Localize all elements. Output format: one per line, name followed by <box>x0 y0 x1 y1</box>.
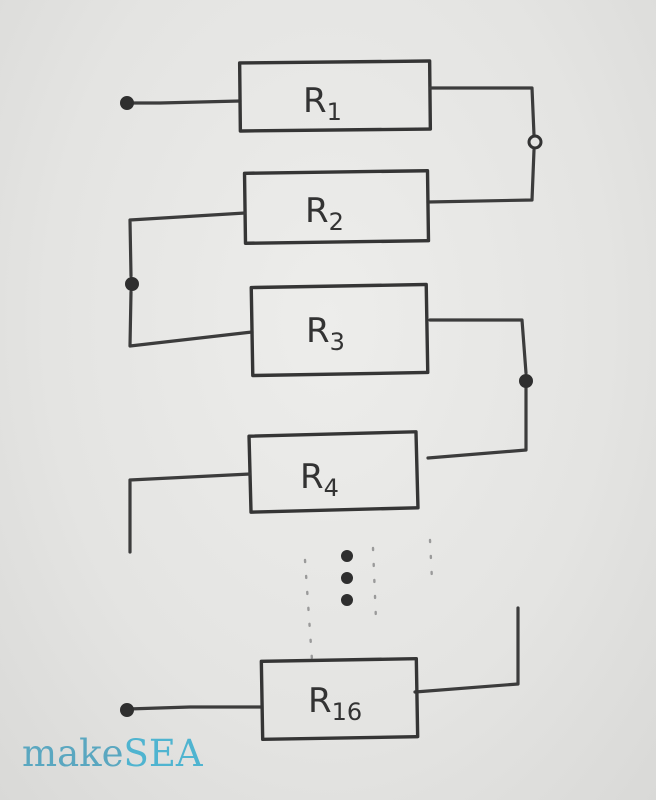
wire-r4-left <box>128 472 252 554</box>
wire-r2-r3 <box>128 211 254 348</box>
resistor-r4-label: R4 <box>300 457 339 502</box>
input-terminal <box>120 96 134 110</box>
ellipsis-dot-3 <box>341 594 353 606</box>
ellipsis-dot-2 <box>341 572 353 584</box>
output-terminal <box>120 703 134 717</box>
node-r2-r3 <box>125 277 139 291</box>
brand-part-1: make <box>22 732 124 775</box>
brand-logo: makeSEA <box>22 735 203 772</box>
node-r1-r2 <box>527 134 543 150</box>
wire-r1-r2 <box>426 86 536 204</box>
faint-trace-right <box>428 538 434 582</box>
resistor-r2 <box>242 169 431 245</box>
wire-r3-r4 <box>426 318 528 460</box>
resistor-r3 <box>249 282 430 378</box>
resistor-r1-label: R1 <box>303 81 342 126</box>
resistor-r1 <box>237 59 433 133</box>
wire-terminal-in <box>126 99 242 105</box>
brand-part-2: SEA <box>123 732 203 775</box>
wire-r16-right <box>413 606 520 694</box>
resistor-r16-label: R16 <box>308 681 362 726</box>
node-r3-r4 <box>519 374 533 388</box>
wire-terminal-out <box>126 705 264 711</box>
faint-trace-mid <box>371 546 378 622</box>
resistor-r16 <box>259 656 420 742</box>
resistor-r2-label: R2 <box>305 191 344 236</box>
faint-trace-left <box>303 558 314 662</box>
ellipsis-dot-1 <box>341 550 353 562</box>
resistor-r3-label: R3 <box>306 311 345 356</box>
